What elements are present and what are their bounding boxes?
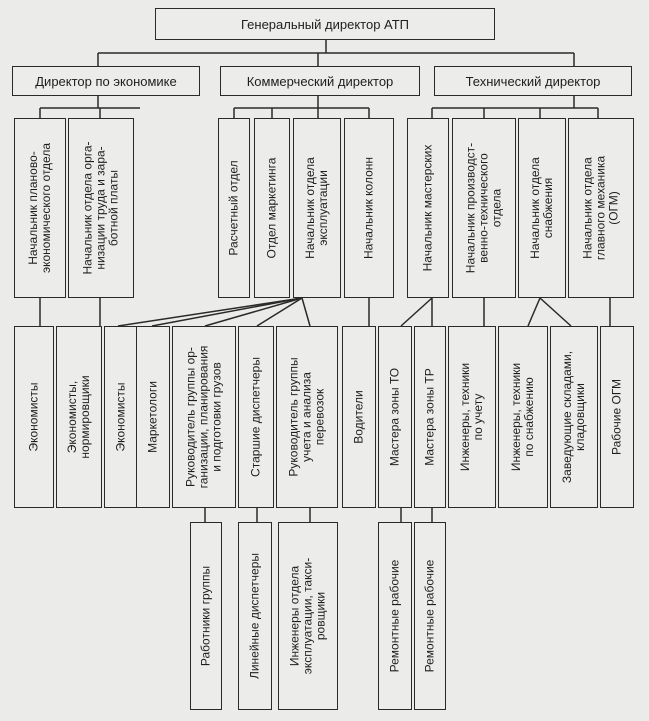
columns-head-label: Начальник колонн [361, 156, 376, 260]
accounting-dept-label: Расчетный отдел [226, 160, 241, 256]
planning-head-box: Начальник планово-экономического отдела [14, 118, 66, 298]
workshops-head-box: Начальник мастерских [407, 118, 449, 298]
ogm-workers-label: Рабочие ОГМ [609, 378, 624, 456]
repair-workers-box-2: Ремонтные рабочие [414, 522, 446, 710]
line-dispatchers-box: Линейные диспетчеры [238, 522, 272, 710]
economists-label-1: Экономисты [26, 382, 41, 452]
drivers-label: Водители [351, 390, 366, 444]
technical-director-box: Технический директор [434, 66, 632, 96]
technical-director-label: Технический директор [465, 73, 601, 89]
masters-tr-label: Мастера зоны ТР [422, 368, 437, 466]
economists-normers-label: Экономисты,нормировщики [65, 375, 92, 459]
masters-tr-box: Мастера зоны ТР [414, 326, 446, 508]
general-director-box: Генеральный директор АТП [155, 8, 495, 40]
senior-dispatchers-box: Старшие диспетчеры [238, 326, 274, 508]
repair-workers-label-2: Ремонтные рабочие [422, 559, 437, 673]
economists-normers-box: Экономисты,нормировщики [56, 326, 102, 508]
economists-label-2: Экономисты [113, 382, 128, 452]
columns-head-box: Начальник колонн [344, 118, 394, 298]
masters-to-box: Мастера зоны ТО [378, 326, 412, 508]
labor-head-label: Начальник отдела орга-низации труда и за… [80, 141, 121, 275]
repair-workers-box-1: Ремонтные рабочие [378, 522, 412, 710]
warehouse-heads-box: Заведующие складами,кладовщики [550, 326, 598, 508]
masters-to-label: Мастера зоны ТО [387, 367, 402, 467]
workshops-head-label: Начальник мастерских [420, 144, 435, 272]
ogm-workers-box: Рабочие ОГМ [600, 326, 634, 508]
labor-head-box: Начальник отдела орга-низации труда и за… [68, 118, 134, 298]
commercial-director-box: Коммерческий директор [220, 66, 420, 96]
general-director-label: Генеральный директор АТП [241, 16, 409, 32]
group-leader-label: Руководитель группы ор-ганизации, планир… [183, 345, 224, 489]
economy-director-box: Директор по экономике [12, 66, 200, 96]
accounting-dept-box: Расчетный отдел [218, 118, 250, 298]
planning-head-label: Начальник планово-экономического отдела [26, 142, 53, 274]
marketers-label: Маркетологи [145, 381, 160, 453]
group-workers-box: Работники группы [190, 522, 222, 710]
economists-box-1: Экономисты [14, 326, 54, 508]
commercial-director-label: Коммерческий директор [246, 73, 394, 89]
line-dispatchers-label: Линейные диспетчеры [247, 552, 262, 680]
group-leader-box: Руководитель группы ор-ганизации, планир… [172, 326, 236, 508]
marketing-dept-box: Отдел маркетинга [254, 118, 290, 298]
marketers-box: Маркетологи [136, 326, 170, 508]
economists-box-2: Экономисты [104, 326, 138, 508]
drivers-box: Водители [342, 326, 376, 508]
group-workers-label: Работники группы [198, 565, 213, 667]
economy-director-label: Директор по экономике [35, 73, 177, 89]
senior-dispatchers-label: Старшие диспетчеры [248, 357, 263, 477]
warehouse-heads-label: Заведующие складами,кладовщики [560, 350, 587, 484]
repair-workers-label-1: Ремонтные рабочие [387, 559, 402, 673]
marketing-dept-label: Отдел маркетинга [264, 157, 279, 259]
